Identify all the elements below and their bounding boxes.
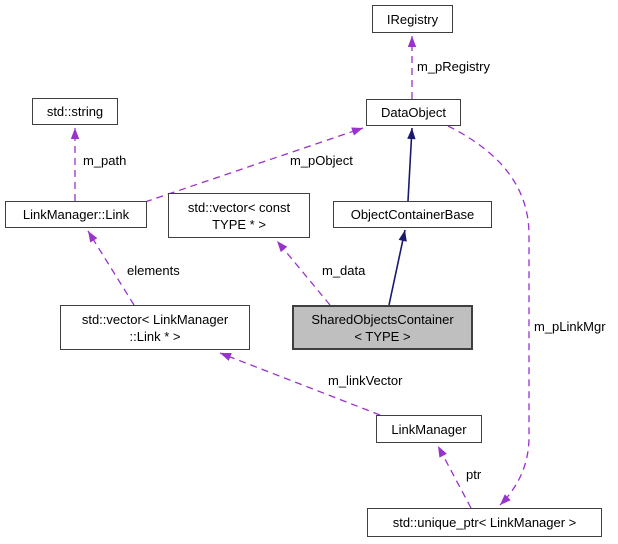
edge-elements <box>87 230 135 306</box>
edge-inherit-ocb-dataobject <box>407 127 416 202</box>
edge-label-m-plinkmgr: m_pLinkMgr <box>534 319 606 334</box>
edge-m-pobject <box>144 127 364 203</box>
node-linkmanager-link[interactable]: LinkManager::Link <box>5 201 147 228</box>
edge-m-linkvector <box>219 352 381 416</box>
edge-m-plinkmgr <box>447 125 530 506</box>
node-linkmanager[interactable]: LinkManager <box>376 415 482 443</box>
node-objectcontainerbase[interactable]: ObjectContainerBase <box>333 201 492 228</box>
node-std-unique-ptr-linkmanager[interactable]: std::unique_ptr< LinkManager > <box>367 508 602 537</box>
node-std-vector-linkmanager-link[interactable]: std::vector< LinkManager ::Link * > <box>60 305 250 350</box>
edge-label-m-pobject: m_pObject <box>290 153 353 168</box>
node-dataobject[interactable]: DataObject <box>366 99 461 126</box>
edge-m-data <box>276 240 331 306</box>
edge-label-elements: elements <box>127 263 180 278</box>
node-sharedobjectscontainer: SharedObjectsContainer < TYPE > <box>292 305 473 350</box>
node-iregistry[interactable]: IRegistry <box>372 5 453 33</box>
node-std-vector-const-type[interactable]: std::vector< const TYPE * > <box>168 193 310 238</box>
edge-label-ptr: ptr <box>466 467 482 482</box>
edge-label-m-linkvector: m_linkVector <box>328 373 403 388</box>
edge-label-m-data: m_data <box>322 263 366 278</box>
edge-label-m-pregistry: m_pRegistry <box>417 59 490 74</box>
node-std-string[interactable]: std::string <box>32 98 118 125</box>
edge-label-m-path: m_path <box>83 153 127 168</box>
edge-inherit-soc-ocb <box>388 229 407 306</box>
